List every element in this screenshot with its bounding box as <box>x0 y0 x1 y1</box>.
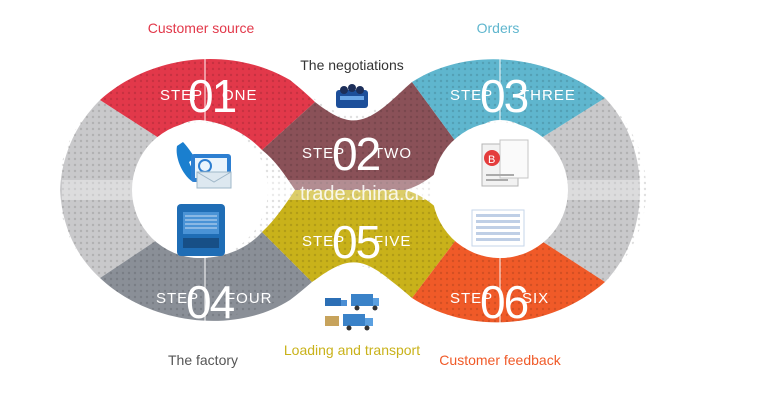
right-inner-hole <box>432 122 568 258</box>
step-02-name: TWO <box>374 145 412 162</box>
step-04-text: STEP 04 FOUR <box>156 276 273 328</box>
step-02-text: STEP 02 TWO <box>302 128 412 180</box>
watermark-text: trade.china.cn <box>300 183 426 205</box>
truck-icon <box>325 294 379 331</box>
order-document-icon: B <box>481 139 529 187</box>
step-05-text: STEP 05 FIVE <box>302 216 411 268</box>
fax-machine-icon <box>177 204 225 256</box>
step-03-word: STEP <box>450 87 493 104</box>
step-03-name: THREE <box>520 87 576 104</box>
step-01-number: 01 <box>188 70 236 122</box>
phone-mail-icon <box>176 142 232 189</box>
left-inner-hole <box>132 122 268 258</box>
label-loading: Loading and transport <box>283 342 421 358</box>
step-02-word: STEP <box>302 145 345 162</box>
label-orders: Orders <box>476 20 520 36</box>
step-03-number: 03 <box>480 70 528 122</box>
step-01-word: STEP <box>160 87 203 104</box>
label-feedback: Customer feedback <box>439 352 561 368</box>
label-customer-source: Customer source <box>147 20 255 36</box>
step-06-name: SIX <box>522 290 549 307</box>
step-06-word: STEP <box>450 290 493 307</box>
step-05-word: STEP <box>302 233 345 250</box>
svg-text:B: B <box>488 154 495 166</box>
order-list-icon <box>471 209 525 247</box>
step-01-text: STEP 01 ONE <box>160 70 258 122</box>
label-factory: The factory <box>167 352 239 368</box>
step-04-word: STEP <box>156 290 199 307</box>
meeting-icon <box>336 84 368 108</box>
step-04-number: 04 <box>186 276 235 328</box>
step-06-number: 06 <box>480 276 528 328</box>
step-06-text: STEP 06 SIX <box>450 276 549 328</box>
step-01-name: ONE <box>222 87 258 104</box>
step-04-name: FOUR <box>226 290 273 307</box>
label-negotiations: The negotiations <box>300 57 404 73</box>
step-03-text: STEP 03 THREE <box>450 70 576 122</box>
step-02-number: 02 <box>332 128 380 180</box>
step-05-number: 05 <box>332 216 380 268</box>
step-05-name: FIVE <box>374 233 411 250</box>
